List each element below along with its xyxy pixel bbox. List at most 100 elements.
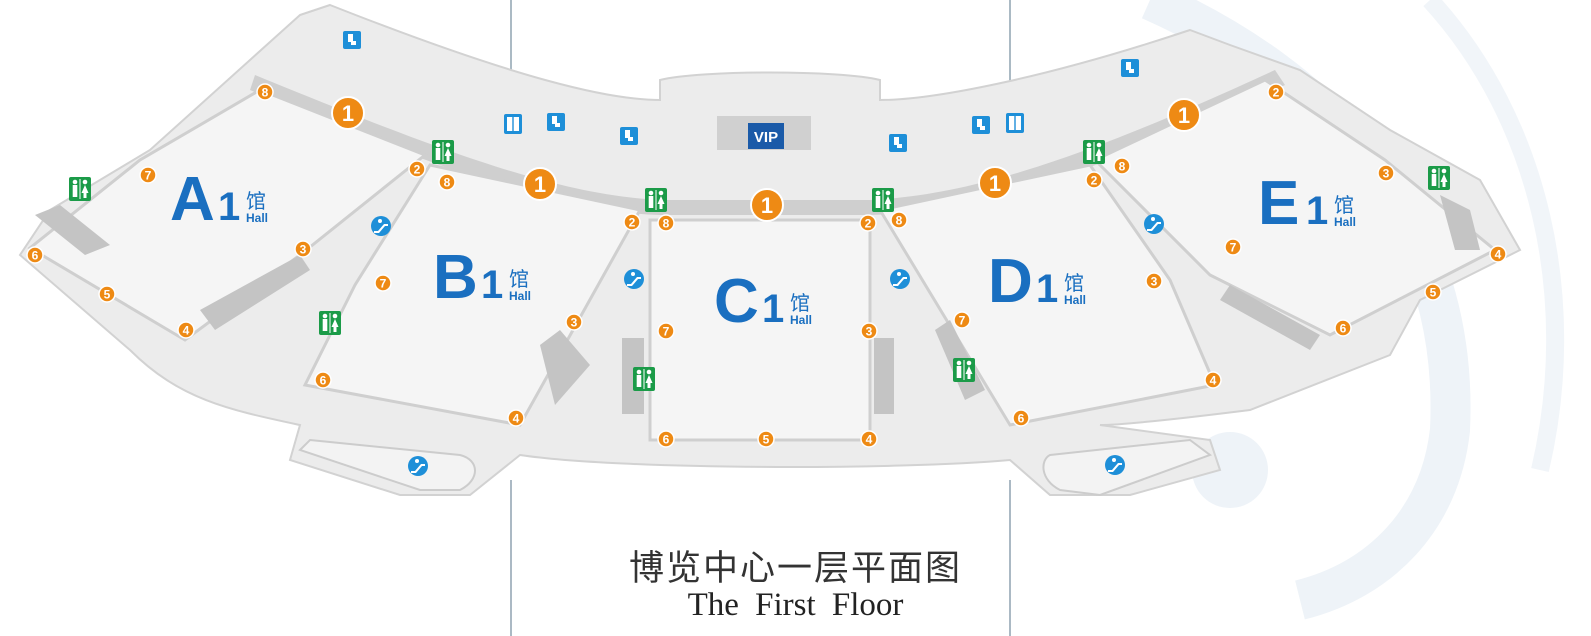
door-marker: 8 xyxy=(1113,157,1131,175)
door-marker: 8 xyxy=(256,83,274,101)
escalator-icon xyxy=(408,456,428,476)
door-marker: 8 xyxy=(657,214,675,232)
svg-text:8: 8 xyxy=(1119,160,1126,174)
restroom-icon xyxy=(432,140,454,164)
svg-text:3: 3 xyxy=(1383,167,1390,181)
door-marker: 3 xyxy=(1377,164,1395,182)
svg-text:4: 4 xyxy=(513,412,520,426)
svg-text:2: 2 xyxy=(1273,86,1280,100)
door-marker: 4 xyxy=(177,321,195,339)
door-marker: 4 xyxy=(1204,371,1222,389)
hall-label-b: B 1 馆 Hall xyxy=(433,243,531,312)
escalator-icon xyxy=(624,269,644,289)
hall-label-d: D 1 馆 Hall xyxy=(988,247,1086,316)
door-marker: 3 xyxy=(860,322,878,340)
bottom-wings xyxy=(298,438,1213,497)
door-marker: 2 xyxy=(1267,83,1285,101)
main-entrance-marker: 1 xyxy=(331,96,365,130)
door-marker: 4 xyxy=(1489,245,1507,263)
hall-number: 1 xyxy=(218,185,240,229)
hall-label-c: C 1 馆 Hall xyxy=(714,267,812,336)
svg-text:1: 1 xyxy=(989,171,1001,196)
door-marker: 7 xyxy=(139,166,157,184)
restroom-icon xyxy=(319,311,341,335)
hall-number: 1 xyxy=(762,287,784,331)
door-marker: 5 xyxy=(98,285,116,303)
svg-text:7: 7 xyxy=(1230,241,1237,255)
svg-text:4: 4 xyxy=(183,324,190,338)
svg-text:3: 3 xyxy=(1151,275,1158,289)
svg-text:3: 3 xyxy=(866,325,873,339)
hall-chinese: 馆 xyxy=(790,291,810,315)
hall-label-e: E 1 馆 Hall xyxy=(1258,169,1356,238)
svg-text:6: 6 xyxy=(1340,322,1347,336)
svg-text:4: 4 xyxy=(1495,248,1502,262)
door-marker: 2 xyxy=(623,213,641,231)
svg-text:6: 6 xyxy=(320,374,327,388)
svg-text:7: 7 xyxy=(145,169,152,183)
door-marker: 6 xyxy=(314,371,332,389)
hall-english: Hall xyxy=(509,289,531,303)
phone-icon xyxy=(889,134,907,152)
svg-text:8: 8 xyxy=(444,176,451,190)
svg-text:7: 7 xyxy=(959,314,966,328)
svg-text:2: 2 xyxy=(1091,174,1098,188)
door-marker: 5 xyxy=(1424,283,1442,301)
svg-text:2: 2 xyxy=(865,217,872,231)
escalator-icon xyxy=(890,269,910,289)
door-marker: 7 xyxy=(657,322,675,340)
map-title-english: The First Floor xyxy=(687,587,904,623)
svg-text:1: 1 xyxy=(342,101,354,126)
svg-text:6: 6 xyxy=(1018,412,1025,426)
elevator-icon xyxy=(1006,113,1024,133)
svg-text:5: 5 xyxy=(104,288,111,302)
door-marker: 5 xyxy=(757,430,775,448)
hall-chinese: 馆 xyxy=(509,267,529,291)
elevator-icon xyxy=(504,114,522,134)
main-entrance-marker: 1 xyxy=(1167,98,1201,132)
hall-letter: E xyxy=(1258,169,1299,238)
svg-text:1: 1 xyxy=(534,172,546,197)
restroom-icon xyxy=(1428,166,1450,190)
svg-text:1: 1 xyxy=(1178,103,1190,128)
hall-chinese: 馆 xyxy=(1064,271,1084,295)
door-marker: 7 xyxy=(374,274,392,292)
hall-chinese: 馆 xyxy=(246,189,266,213)
vip-label: VIP xyxy=(754,129,778,146)
door-marker: 3 xyxy=(1145,272,1163,290)
door-marker: 6 xyxy=(1012,409,1030,427)
vip-room: VIP xyxy=(717,116,811,150)
hall-letter: B xyxy=(433,243,478,312)
escalator-icon xyxy=(371,216,391,236)
restroom-icon xyxy=(69,177,91,201)
hall-english: Hall xyxy=(1334,215,1356,229)
svg-text:8: 8 xyxy=(896,214,903,228)
svg-text:3: 3 xyxy=(300,243,307,257)
svg-text:4: 4 xyxy=(1210,374,1217,388)
hall-number: 1 xyxy=(1036,267,1058,311)
door-marker: 7 xyxy=(1224,238,1242,256)
svg-text:6: 6 xyxy=(663,433,670,447)
door-markers: 8 7 6 5 4 3 2 8 7 6 4 3 2 8 7 6 5 4 3 2 … xyxy=(26,83,1507,448)
door-marker: 4 xyxy=(507,409,525,427)
phone-icon xyxy=(547,113,565,131)
door-marker: 6 xyxy=(657,430,675,448)
hall-floors xyxy=(27,78,1498,442)
phone-icon xyxy=(1121,59,1139,77)
door-marker: 8 xyxy=(890,211,908,229)
restroom-icon xyxy=(633,367,655,391)
svg-text:3: 3 xyxy=(571,316,578,330)
hall-label-a: A 1 馆 Hall xyxy=(170,165,268,234)
hall-english: Hall xyxy=(1064,293,1086,307)
door-marker: 4 xyxy=(860,430,878,448)
door-marker: 8 xyxy=(438,173,456,191)
restroom-icon xyxy=(872,188,894,212)
map-title-chinese: 博览中心一层平面图 xyxy=(628,549,962,589)
svg-text:2: 2 xyxy=(414,163,421,177)
svg-text:4: 4 xyxy=(866,433,873,447)
door-marker: 2 xyxy=(408,160,426,178)
escalator-icon xyxy=(1144,214,1164,234)
hall-english: Hall xyxy=(790,313,812,327)
hall-letter: D xyxy=(988,247,1033,316)
